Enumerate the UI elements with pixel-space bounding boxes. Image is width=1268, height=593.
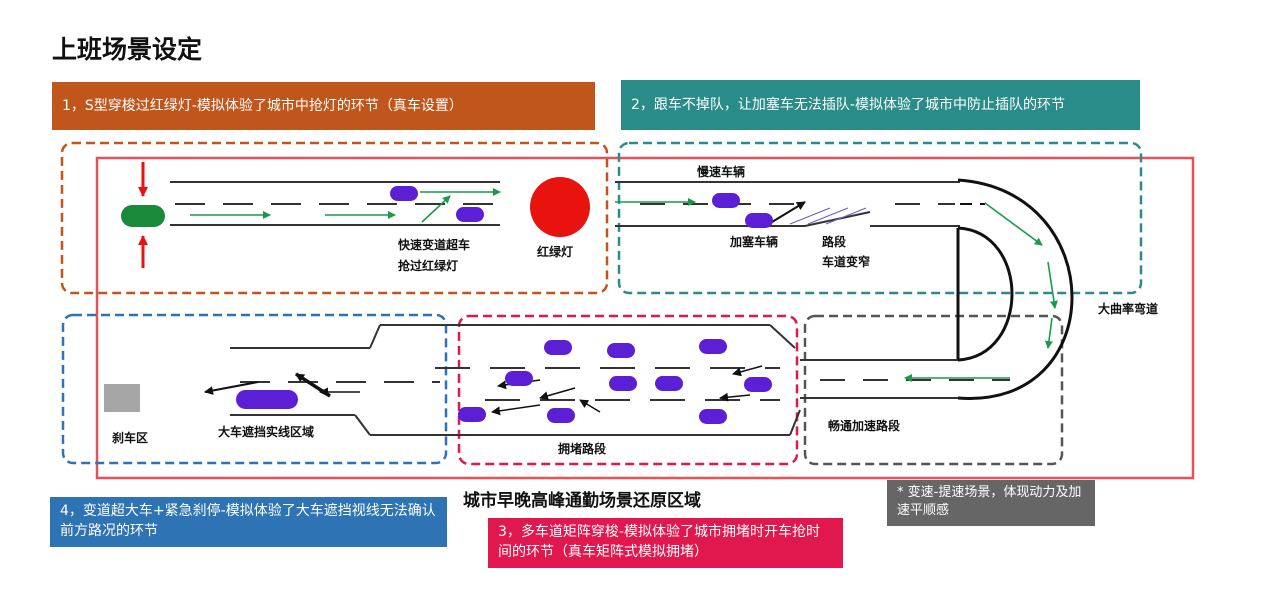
u-turn (956, 178, 1074, 400)
car (699, 409, 727, 424)
callout-2: 2，跟车不掉队，让加塞车无法插队-模拟体验了城市中防止插队的环节 (621, 80, 1140, 130)
zone-5-box (803, 314, 1064, 466)
callout-4-text: 4，变道超大车+紧急刹停-模拟体验了大车遮挡视线无法确认前方路况的环节 (60, 503, 436, 539)
car (456, 207, 484, 222)
flow-arrows-black (204, 201, 806, 416)
bottom-left-road (230, 347, 440, 416)
bottom-middle-road (354, 324, 801, 436)
zone-2-box (617, 141, 1143, 295)
zone-4-box (61, 313, 448, 465)
label-smooth-accel: 畅通加速路段 (828, 418, 901, 433)
flow-arrows-green (190, 188, 1058, 382)
zone-3-box (457, 314, 799, 466)
car (607, 343, 635, 358)
car (745, 213, 773, 228)
label-congested: 拥堵路段 (558, 441, 607, 456)
start-car (121, 205, 165, 227)
cars (236, 186, 773, 424)
zone-1-box (60, 141, 609, 295)
label-traffic-light: 红绿灯 (537, 244, 573, 259)
label-brake-zone: 刹车区 (112, 430, 148, 445)
car (712, 193, 740, 208)
car (655, 376, 683, 391)
truck (236, 390, 298, 409)
car (544, 340, 572, 355)
bottom-right-road (800, 359, 1010, 399)
label-truck-block: 大车遮挡实线区域 (218, 424, 314, 439)
car (547, 408, 575, 423)
callout-1-text: 1，S型穿梭过红绿灯-模拟体验了城市中抢灯的环节（真车设置） (62, 98, 463, 114)
page-title: 上班场景设定 (52, 35, 203, 64)
car (744, 377, 772, 392)
label-narrow-1: 路段 (822, 234, 847, 249)
callout-5-text: * 变速-提速场景，体现动力及加速平顺感 (897, 485, 1082, 518)
callout-4: 4，变道超大车+紧急刹停-模拟体验了大车遮挡视线无法确认前方路况的环节 (50, 497, 447, 547)
car (609, 376, 637, 391)
label-narrow-2: 车道变窄 (822, 254, 870, 269)
top-road (170, 181, 960, 227)
region-caption: 城市早晚高峰通勤场景还原区域 (463, 490, 701, 511)
car (390, 186, 418, 201)
callout-1: 1，S型穿梭过红绿灯-模拟体验了城市中抢灯的环节（真车设置） (52, 82, 595, 130)
callout-2-text: 2，跟车不掉队，让加塞车无法插队-模拟体验了城市中防止插队的环节 (631, 97, 1065, 113)
label-slow-vehicle: 慢速车辆 (697, 164, 745, 179)
traffic-light-icon (530, 177, 590, 237)
car (505, 371, 533, 386)
callout-3-text: 3，多车道矩阵穿梭-模拟体验了城市拥堵时开车抢时间的环节（真车矩阵式模拟拥堵） (498, 524, 820, 560)
car (458, 407, 486, 422)
callout-3: 3，多车道矩阵穿梭-模拟体验了城市拥堵时开车抢时间的环节（真车矩阵式模拟拥堵） (488, 518, 843, 568)
callout-5: * 变速-提速场景，体现动力及加速平顺感 (887, 480, 1095, 526)
label-cut-in-vehicle: 加塞车辆 (729, 234, 778, 249)
label-overtake-1: 快速变道超车 (398, 237, 470, 252)
label-overtake-2: 抢过红绿灯 (398, 258, 458, 273)
route-outline (95, 156, 1195, 480)
car (699, 339, 727, 354)
label-big-curve: 大曲率弯道 (1098, 301, 1158, 316)
brake-zone-block (104, 384, 140, 412)
